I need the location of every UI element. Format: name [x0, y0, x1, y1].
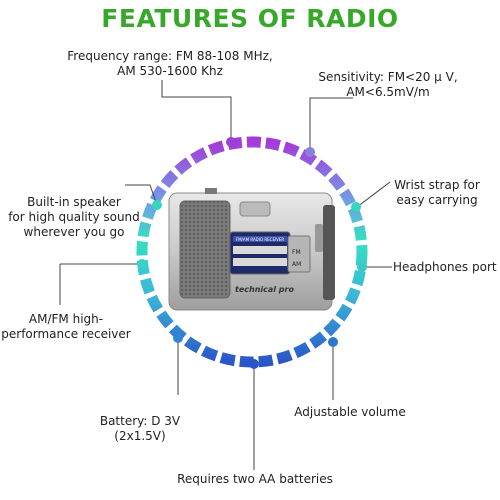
aa-batteries-label: Requires two AA batteries: [177, 472, 333, 486]
wrist-strap-label: Wrist strap for easy carrying: [382, 178, 492, 208]
battery-label: Battery: D 3V (2x1.5V): [80, 414, 200, 444]
sensitivity-line-2: AM<6.5mV/m: [346, 85, 430, 99]
frequency-label: Frequency range: FM 88-108 MHz, AM 530-1…: [50, 49, 290, 79]
speaker-line-2: for high quality sound: [8, 210, 140, 224]
receiver-line-2: performance receiver: [1, 327, 131, 341]
radio-band-fm: FM: [292, 249, 301, 256]
volume-label: Adjustable volume: [294, 405, 406, 419]
wrist-line-2: easy carrying: [396, 193, 478, 207]
speaker-line-1: Built-in speaker: [27, 195, 121, 209]
radio-band-am: AM: [292, 261, 301, 268]
radio-illustration: [168, 188, 335, 311]
speaker-label: Built-in speaker for high quality sound …: [4, 195, 144, 240]
wrist-line-1: Wrist strap for: [394, 178, 480, 192]
sensitivity-label: Sensitivity: FM<20 µ V, AM<6.5mV/m: [313, 70, 463, 100]
battery-line-1: Battery: D 3V: [99, 414, 181, 428]
receiver-line-1: AM/FM high-: [28, 312, 104, 326]
frequency-line-1: Frequency range: FM 88-108 MHz,: [67, 49, 273, 63]
sensitivity-line-1: Sensitivity: FM<20 µ V,: [318, 70, 458, 84]
radio-panel-text: FM/AM RADIO RECEIVER: [236, 237, 285, 242]
ring-dots: [137, 137, 367, 369]
headphones-label: Headphones port: [393, 260, 497, 274]
receiver-label: AM/FM high- performance receiver: [0, 312, 132, 342]
radio-brand: technical pro: [235, 285, 294, 294]
battery-line-2: (2x1.5V): [114, 429, 166, 443]
speaker-line-3: wherever you go: [23, 225, 125, 239]
page-title: FEATURES OF RADIO: [101, 4, 399, 33]
frequency-line-2: AM 530-1600 Khz: [117, 64, 223, 78]
leader-lines: [59, 80, 392, 470]
